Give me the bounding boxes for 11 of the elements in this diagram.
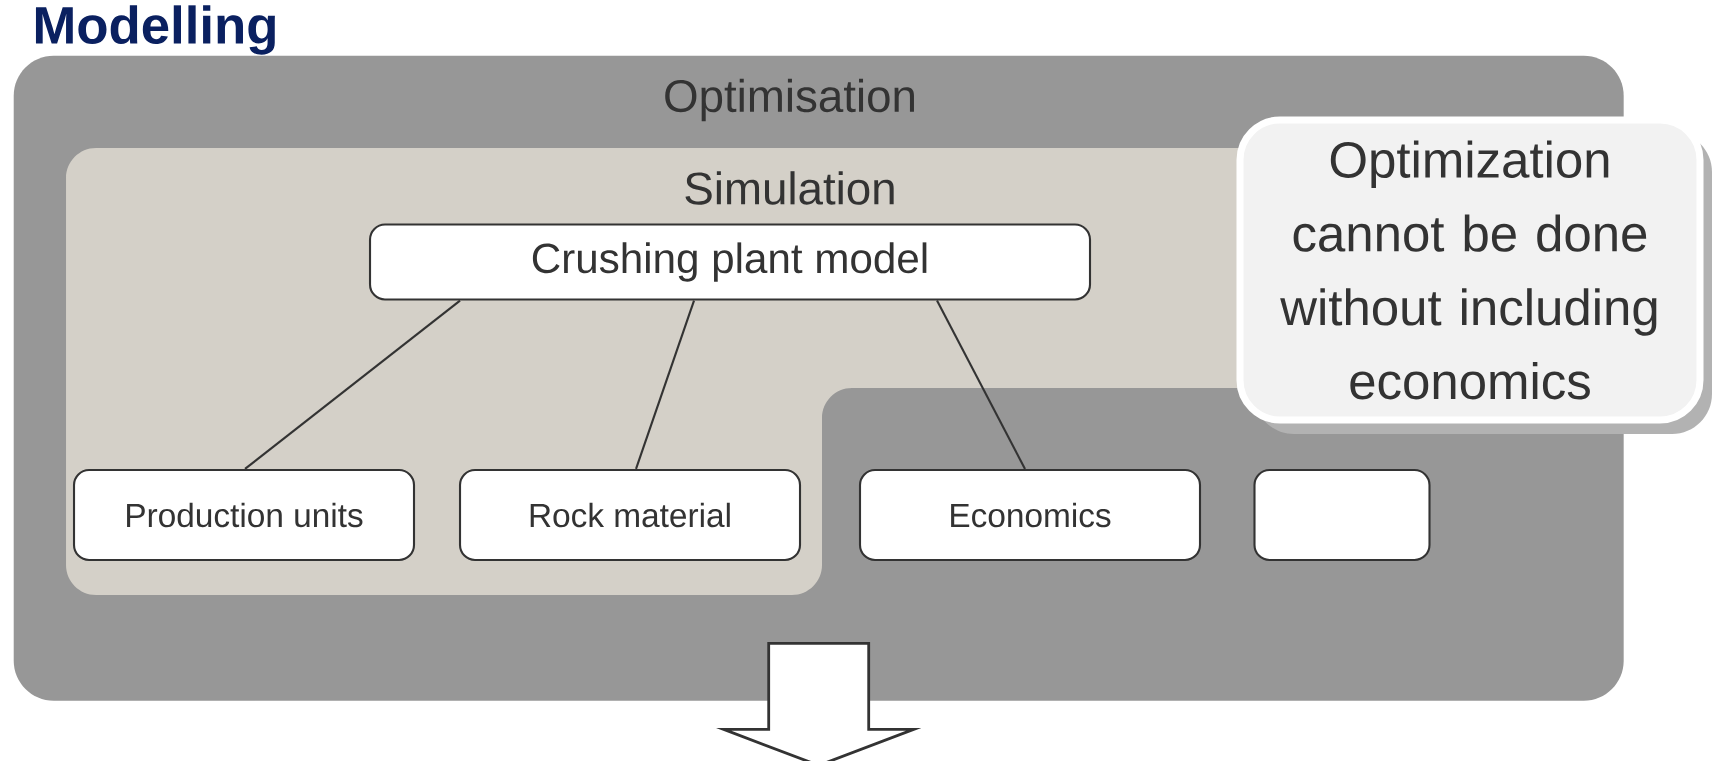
component-box: Rock material (458, 468, 802, 562)
connector-line (936, 300, 1026, 470)
page-title: Modelling (35, 5, 275, 55)
connector-line (244, 299, 461, 470)
component-box (1253, 468, 1431, 562)
model-box: Crushing plant model (368, 223, 1092, 301)
component-box: Economics (858, 468, 1202, 562)
component-box: Production units (72, 468, 416, 562)
connector-line (635, 300, 695, 470)
block-arrow (716, 642, 922, 761)
callout-tooltip: Optimization cannot be done without including economics (1236, 116, 1712, 434)
